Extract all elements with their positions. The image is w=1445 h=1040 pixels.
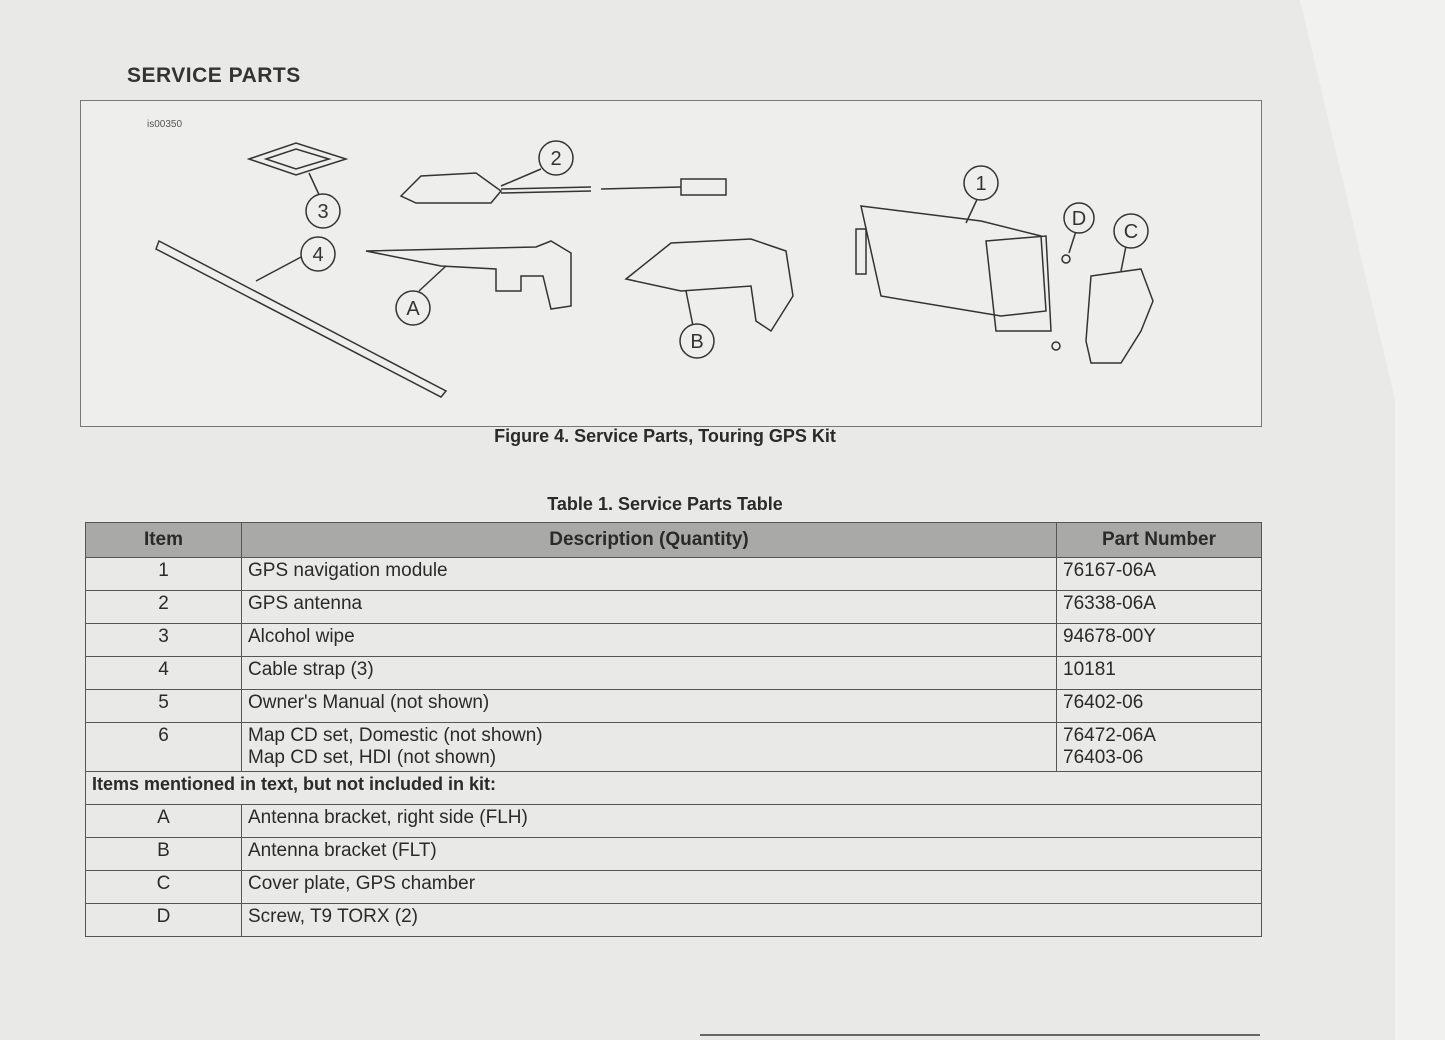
divider-line <box>700 1034 1260 1036</box>
parts-illustration: 1 2 3 4 A B C D <box>155 140 1154 398</box>
callout-2 <box>538 140 574 176</box>
description-cell: Screw, T9 TORX (2) <box>241 903 1262 937</box>
item-cell: D <box>85 903 242 937</box>
description-cell: Cable strap (3) <box>241 656 1057 690</box>
callout-label: 1 <box>975 173 986 195</box>
callout-b <box>679 323 715 359</box>
header-part-number: Part Number <box>1056 522 1262 558</box>
section-title: SERVICE PARTS <box>127 64 301 87</box>
description-cell: Cover plate, GPS chamber <box>241 870 1262 904</box>
service-parts-figure: is00350 <box>80 100 1262 427</box>
callout-label: 2 <box>550 148 561 170</box>
callout-label: B <box>690 331 703 353</box>
not-included-note: Items mentioned in text, but not include… <box>85 771 1262 805</box>
alcohol-wipe-drawing <box>246 142 349 176</box>
part-number-line: 76403-06 <box>1063 747 1144 768</box>
screw-drawing <box>1061 254 1071 264</box>
description-cell: Owner's Manual (not shown) <box>241 689 1057 723</box>
cable-strap-drawing <box>155 239 448 398</box>
callout-label: 4 <box>312 244 323 266</box>
part-number-cell: 10181 <box>1056 656 1262 690</box>
description-cell: GPS navigation module <box>241 557 1057 591</box>
callout-label: C <box>1124 221 1138 243</box>
header-description: Description (Quantity) <box>241 522 1057 558</box>
callout-a <box>395 290 431 326</box>
callout-3 <box>305 193 341 229</box>
service-parts-table: Item Description (Quantity) Part Number … <box>85 522 1262 937</box>
page-edge <box>1300 0 1445 1040</box>
item-cell: 6 <box>85 722 242 772</box>
item-cell: C <box>85 870 242 904</box>
cover-plate-drawing <box>1085 268 1154 364</box>
description-line: Map CD set, Domestic (not shown) <box>248 725 543 746</box>
part-number-cell: 94678-00Y <box>1056 623 1262 657</box>
table-title: Table 1. Service Parts Table <box>547 494 783 514</box>
gps-antenna-drawing <box>399 172 503 204</box>
header-item: Item <box>85 522 242 558</box>
item-cell: B <box>85 837 242 871</box>
note-row: Items mentioned in text, but not include… <box>85 771 1262 805</box>
description-cell: Antenna bracket, right side (FLH) <box>241 804 1262 838</box>
item-cell: 2 <box>85 590 242 624</box>
callout-4 <box>300 236 336 272</box>
table-header-row: Item Description (Quantity) Part Number <box>85 522 1262 558</box>
callout-d <box>1063 202 1095 234</box>
part-number-line: 76472-06A <box>1063 725 1156 746</box>
callout-c <box>1113 213 1149 249</box>
bracket-b-drawing <box>624 238 794 333</box>
description-cell: Alcohol wipe <box>241 623 1057 657</box>
description-line: Map CD set, HDI (not shown) <box>248 747 497 768</box>
bracket-a-drawing <box>365 240 572 310</box>
callout-label: 3 <box>317 201 328 223</box>
item-cell: 3 <box>85 623 242 657</box>
table-row: 6 Map CD set, Domestic (not shown)Map CD… <box>85 722 1262 772</box>
description-cell: Map CD set, Domestic (not shown)Map CD s… <box>241 722 1057 772</box>
gps-module-drawing <box>860 205 1047 317</box>
part-number-cell: 76167-06A <box>1056 557 1262 591</box>
description-cell: Antenna bracket (FLT) <box>241 837 1262 871</box>
part-number-cell: 76338-06A <box>1056 590 1262 624</box>
figure-id: is00350 <box>147 119 183 130</box>
item-cell: 1 <box>85 557 242 591</box>
callout-label: A <box>406 298 420 320</box>
item-cell: A <box>85 804 242 838</box>
callout-label: D <box>1072 208 1086 230</box>
callout-1 <box>963 165 999 201</box>
figure-caption: Figure 4. Service Parts, Touring GPS Kit <box>494 426 836 446</box>
part-number-cell: 76402-06 <box>1056 689 1262 723</box>
description-cell: GPS antenna <box>241 590 1057 624</box>
item-cell: 4 <box>85 656 242 690</box>
item-cell: 5 <box>85 689 242 723</box>
